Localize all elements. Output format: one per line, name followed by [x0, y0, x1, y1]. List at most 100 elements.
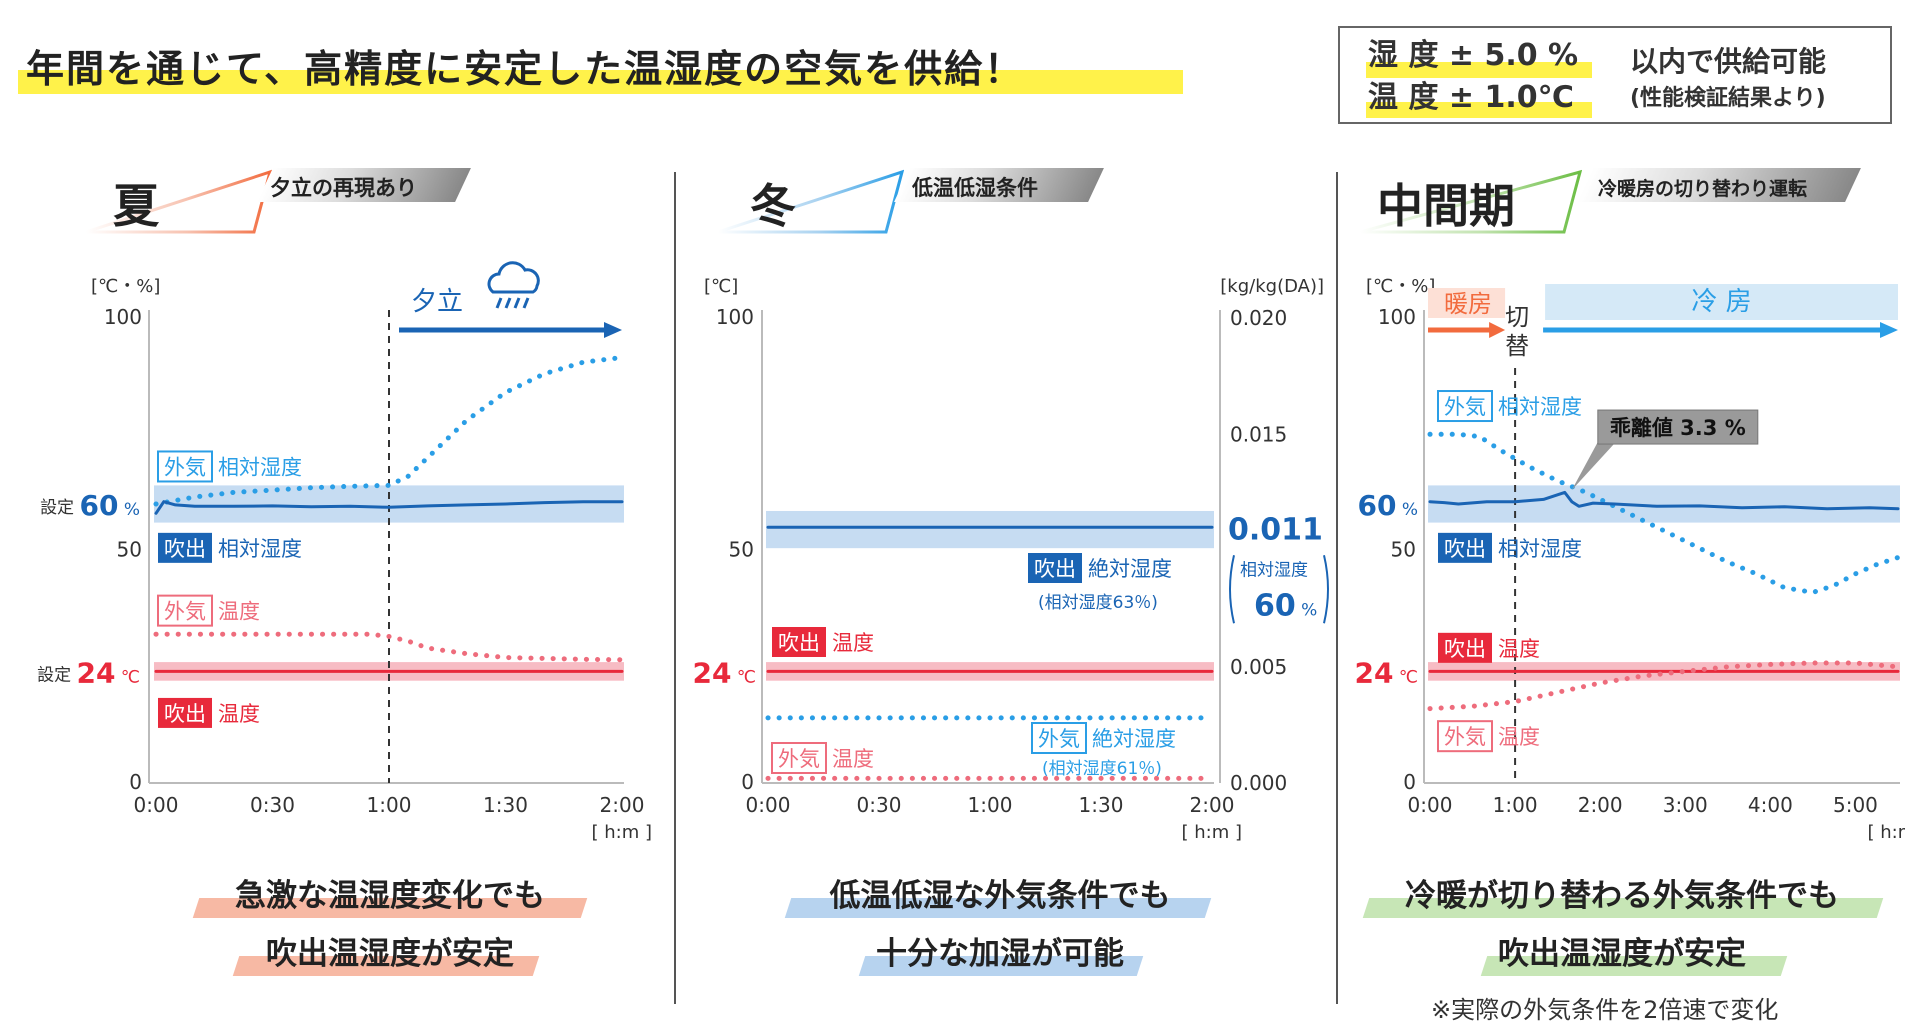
- panel-divider: [1336, 172, 1338, 1004]
- x-tick-label: 0:30: [857, 793, 902, 817]
- series-line-3: [1427, 660, 1901, 712]
- series-legend-3-label: 温度: [832, 747, 874, 771]
- rain-drop: [504, 297, 512, 309]
- setpoint-label: 設定 60 %: [40, 489, 140, 522]
- series-legend-1-label: 相対湿度: [218, 537, 302, 561]
- series-legend-2-label: 温度: [1498, 637, 1540, 661]
- series-legend-3-tag-box: [771, 742, 827, 774]
- setpoint-label: 24 ℃: [1355, 656, 1418, 689]
- x-tick-label: 2:00: [1578, 793, 1623, 817]
- callout-pointer: [1571, 442, 1616, 491]
- winter-caption-1: 低温低湿な外気条件でも: [829, 878, 1171, 914]
- series-legend-3-tag: 外気: [778, 747, 820, 771]
- series-legend-3-tag: 外気: [1444, 725, 1486, 749]
- y-tick-label: 100: [104, 305, 142, 329]
- series-legend-2-note: (相対湿度61％): [1042, 759, 1162, 779]
- mid-subtitle: 冷暖房の切り替わり運転: [1598, 178, 1808, 200]
- heating-arrow-head: [1489, 322, 1506, 338]
- series-legend-0-tag-box: [1437, 390, 1493, 423]
- mid-title-frame: [1360, 169, 1582, 234]
- value-sub-value: 60 %: [1254, 588, 1317, 623]
- x-tick-label: 1:00: [367, 793, 412, 817]
- value-label: 0.011: [1228, 512, 1323, 547]
- series-legend-2-label: 絶対湿度: [1092, 727, 1176, 751]
- series-legend-0-tag: 吹出: [1034, 557, 1076, 581]
- series-line-1: [154, 500, 624, 515]
- series-legend-2-tag-box: [1031, 722, 1087, 754]
- x-axis-label: [ h:m ]: [592, 822, 653, 843]
- winter-caption-2: 十分な加湿が可能: [876, 936, 1124, 972]
- spec-temperature: 温 度 ± 1.0℃: [1368, 80, 1574, 115]
- x-tick-label: 0:00: [1408, 793, 1453, 817]
- callout-box: [1597, 409, 1759, 445]
- y-axis-label: [℃]: [704, 276, 738, 297]
- y2-tick-label: 0.015: [1230, 422, 1287, 446]
- y-tick-label: 50: [117, 538, 142, 562]
- series-legend-0-tag: 外気: [1444, 395, 1486, 419]
- y-tick-label: 0: [129, 770, 142, 794]
- rain-drop: [513, 297, 521, 309]
- x-tick-label: 0:00: [746, 793, 791, 817]
- y-axis-label: [℃・%]: [1366, 276, 1435, 297]
- cooling-label: 冷 房: [1691, 287, 1751, 317]
- summer-caption-1: 急激な温湿度変化でも: [235, 878, 545, 914]
- series-line-0: [1427, 431, 1901, 595]
- heating-label: 暖房: [1444, 290, 1492, 318]
- bracket-right: [1323, 555, 1329, 624]
- event-label: 夕立: [411, 287, 463, 317]
- headline-highlight: [18, 70, 1183, 94]
- mid-caption-2: 吹出温湿度が安定: [1498, 936, 1746, 972]
- x-tick-label: 1:00: [968, 793, 1013, 817]
- rain-cloud-icon: [487, 261, 540, 309]
- tolerance-band: [154, 485, 624, 523]
- footnote: ※実際の外気条件を2倍速で変化: [1431, 996, 1779, 1024]
- y-tick-label: 100: [1378, 305, 1416, 329]
- x-tick-label: 0:00: [134, 793, 179, 817]
- y-tick-label: 0: [1403, 770, 1416, 794]
- cooling-arrow-head: [1880, 322, 1898, 338]
- series-legend-2-tag-box: [157, 594, 213, 627]
- winter-subtitle: 低温低湿条件: [912, 176, 1038, 200]
- series-line-2: [153, 631, 625, 663]
- summer-title-frame: [86, 169, 272, 234]
- series-legend-0-label: 相対湿度: [218, 455, 302, 479]
- spec-box: 湿 度 ± 5.0 % 温 度 ± 1.0℃ 以内で供給可能 (性能検証結果より…: [1338, 26, 1892, 124]
- series-legend-3-tag-box: [158, 697, 212, 728]
- series-legend-3-label: 温度: [218, 702, 260, 726]
- switch-label-1: 切: [1505, 303, 1529, 331]
- x-tick-label: 3:00: [1663, 793, 1708, 817]
- series-legend-2-tag: 外気: [164, 600, 206, 624]
- series-legend-2-tag: 吹出: [1444, 637, 1486, 661]
- x-tick-label: 2:00: [600, 793, 645, 817]
- series-legend-2-label: 温度: [218, 600, 260, 624]
- y2-tick-label: 0.020: [1230, 306, 1287, 330]
- setpoint-label: 24 ℃: [693, 656, 756, 689]
- mid-title: 中間期: [1377, 179, 1515, 233]
- series-legend-1-tag-box: [158, 532, 212, 563]
- x-tick-label: 4:00: [1748, 793, 1793, 817]
- panel-divider: [674, 172, 676, 1004]
- series-legend-1-tag: 吹出: [1444, 537, 1486, 561]
- summer-subtitle: 夕立の再現あり: [270, 176, 417, 200]
- series-legend-2-tag-box: [1438, 632, 1492, 663]
- headline: 年間を通じて、高精度に安定した温湿度の空気を供給！: [26, 47, 1025, 91]
- x-tick-label: 2:00: [1190, 793, 1235, 817]
- series-legend-0-label: 絶対湿度: [1088, 557, 1172, 581]
- mid-caption-1: 冷暖が切り替わる外気条件でも: [1405, 878, 1839, 914]
- event-arrow-head: [604, 322, 622, 338]
- series-legend-0-tag: 外気: [164, 455, 206, 479]
- value-sub-label: 相対湿度: [1240, 560, 1308, 580]
- y-tick-label: 50: [1391, 538, 1416, 562]
- series-legend-0-tag-box: [157, 450, 213, 483]
- series-legend-3-label: 温度: [1498, 725, 1540, 749]
- x-tick-label: 5:00: [1833, 793, 1878, 817]
- y2-tick-label: 0.000: [1230, 771, 1287, 795]
- y2-axis-label: [kg/kg(DA)]: [1220, 276, 1324, 297]
- series-line-1: [1428, 490, 1900, 511]
- series-legend-1-label: 相対湿度: [1498, 537, 1582, 561]
- switch-label-2: 替: [1505, 332, 1529, 360]
- spec-note: 以内で供給可能: [1630, 45, 1827, 78]
